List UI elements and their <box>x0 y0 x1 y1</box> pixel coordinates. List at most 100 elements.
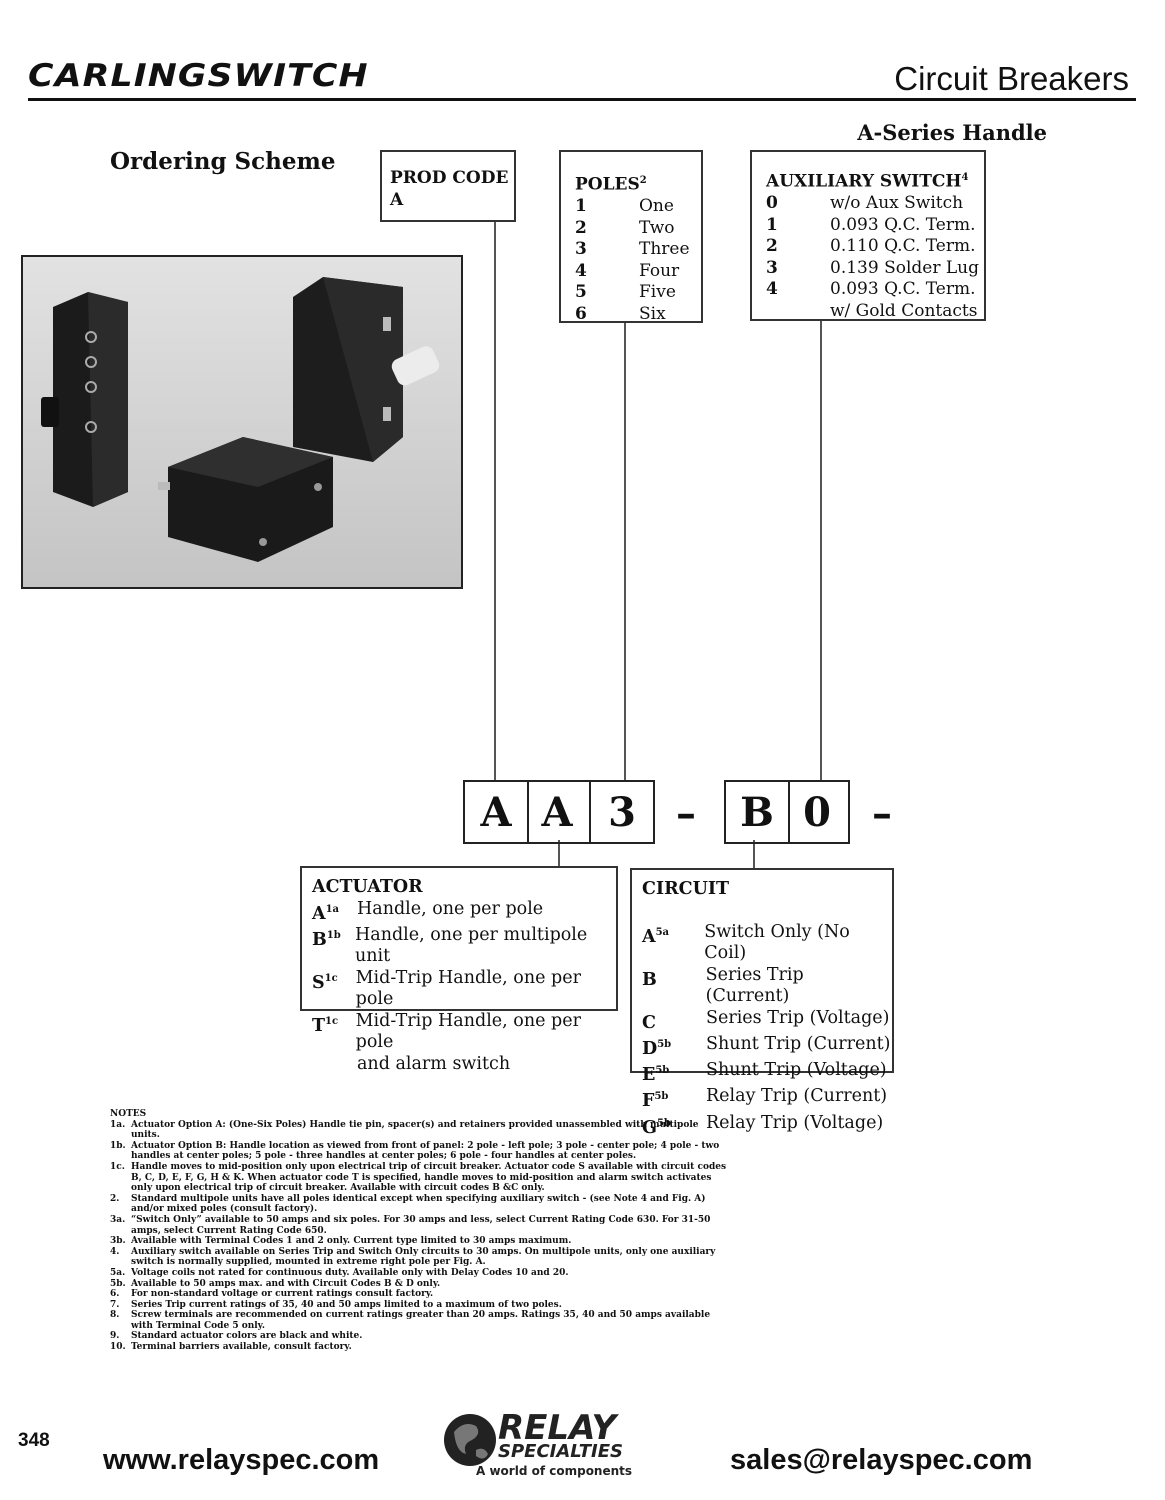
actuator-code-letter: S <box>312 972 325 993</box>
poles-title: POLES2 <box>575 174 647 195</box>
aux-code: 0 <box>766 193 778 214</box>
pole-code: 5 <box>575 282 587 303</box>
circuit-code: B <box>642 965 706 1008</box>
connector-line <box>820 321 822 780</box>
note-item: 2. Standard multipole units have all pole… <box>110 1194 730 1215</box>
note-item: 5b. Available to 50 amps max. and with Ci… <box>110 1279 730 1290</box>
circuit-code-letter: D <box>642 1038 658 1059</box>
circuit-label: Relay Trip (Current) <box>706 1086 888 1107</box>
note-item: 9.Standard actuator colors are black and… <box>110 1331 730 1342</box>
circuit-code: D5b <box>642 1034 706 1060</box>
header-rule <box>28 98 1136 101</box>
aux-row: w/ Gold Contacts <box>766 301 984 323</box>
pole-code: 1 <box>575 196 587 217</box>
prod-code-value: A <box>390 189 404 210</box>
poles-row: 5 Five <box>575 282 701 304</box>
actuator-row: T1c Mid-Trip Handle, one per pole <box>312 1011 616 1054</box>
circuit-label: Switch Only (No Coil) <box>704 921 850 964</box>
notes-section: NOTES 1a.Actuator Option A: (One-Six Pol… <box>110 1109 730 1353</box>
note-text: Terminal barriers available, consult fac… <box>131 1342 352 1353</box>
poles-row: 2 Two <box>575 218 701 240</box>
pole-label: Six <box>639 303 666 324</box>
notes-title: NOTES <box>110 1109 147 1119</box>
circuit-code-letter: B <box>642 969 657 990</box>
note-item: 8.Screw terminals are recommended on cur… <box>110 1310 730 1331</box>
note-key: 5b. <box>110 1278 126 1289</box>
pole-code: 2 <box>575 217 587 238</box>
actuator-code-note: 1c <box>325 1015 339 1027</box>
prod-code-box: PROD CODE A <box>380 150 516 222</box>
connector-line <box>494 222 496 780</box>
pole-label: Two <box>639 217 675 238</box>
note-item: 1b.Actuator Option B: Handle location as… <box>110 1141 730 1162</box>
note-text: For non-standard voltage or current rati… <box>131 1289 434 1300</box>
note-key: 2. <box>110 1193 120 1204</box>
pole-label: Five <box>639 282 676 303</box>
circuit-code: A5a <box>642 922 704 965</box>
aux-code: 1 <box>766 214 778 235</box>
pole-code: 3 <box>575 239 587 260</box>
series-title: A-Series Handle <box>857 120 1047 145</box>
note-text: “Switch Only” available to 50 amps and s… <box>131 1214 711 1236</box>
circuit-code: F5b <box>642 1086 706 1112</box>
actuator-label: Mid-Trip Handle, one per pole <box>355 1010 581 1053</box>
website-link[interactable]: www.relayspec.com <box>103 1444 380 1476</box>
actuator-title: ACTUATOR <box>312 877 423 897</box>
circuit-code-letter: C <box>642 1012 656 1033</box>
note-text: Auxiliary switch available on Series Tri… <box>131 1246 716 1268</box>
circuit-code: E5b <box>642 1060 706 1086</box>
connector-line <box>624 323 626 780</box>
note-key: 7. <box>110 1299 120 1310</box>
note-item: 3a.“Switch Only” available to 50 amps an… <box>110 1215 730 1236</box>
actuator-code: S1c <box>312 968 356 1011</box>
actuator-code: A1a <box>312 899 357 925</box>
note-text: Available with Terminal Codes 1 and 2 on… <box>131 1236 572 1247</box>
code-poles: 3 <box>591 780 655 844</box>
aux-code: 3 <box>766 257 778 278</box>
note-key: 9. <box>110 1331 120 1342</box>
circuit-code-letter: F <box>642 1091 655 1112</box>
pole-label: Three <box>639 239 690 260</box>
note-text: Available to 50 amps max. and with Circu… <box>131 1278 441 1289</box>
circuit-code-note: 5b <box>654 1091 669 1103</box>
svg-text:SPECIALTIES: SPECIALTIES <box>498 1441 623 1462</box>
circuit-title: CIRCUIT <box>642 879 730 899</box>
circuit-label: Series Trip (Voltage) <box>706 1007 890 1028</box>
svg-text:RELAY: RELAY <box>498 1408 619 1448</box>
aux-label: 0.093 Q.C. Term. <box>830 279 976 300</box>
note-item: 3b.Available with Terminal Codes 1 and 2… <box>110 1236 730 1247</box>
note-key: 1b. <box>110 1140 126 1151</box>
connector-line <box>753 840 755 868</box>
code-prod: A <box>463 780 529 844</box>
actuator-code-letter: B <box>312 929 327 950</box>
poles-row: 6 Six <box>575 304 701 326</box>
note-key: 8. <box>110 1310 120 1321</box>
note-text: Standard multipole units have all poles … <box>131 1193 706 1215</box>
actuator-label: Handle, one per pole <box>357 898 544 919</box>
actuator-code-letter: T <box>312 1015 326 1036</box>
circuit-code-note: 5b <box>655 1065 670 1077</box>
aux-code: 2 <box>766 236 778 257</box>
note-key: 10. <box>110 1342 126 1353</box>
note-text: Voltage coils not rated for continuous d… <box>131 1267 569 1278</box>
note-item: 6.For non-standard voltage or current ra… <box>110 1289 730 1300</box>
aux-code <box>766 301 830 323</box>
circuit-code: G5b <box>642 1113 706 1139</box>
email-link[interactable]: sales@relayspec.com <box>730 1444 1033 1476</box>
note-item: 1a.Actuator Option A: (One-Six Poles) Ha… <box>110 1120 730 1141</box>
pole-code: 6 <box>575 303 587 324</box>
pole-code: 4 <box>575 260 587 281</box>
